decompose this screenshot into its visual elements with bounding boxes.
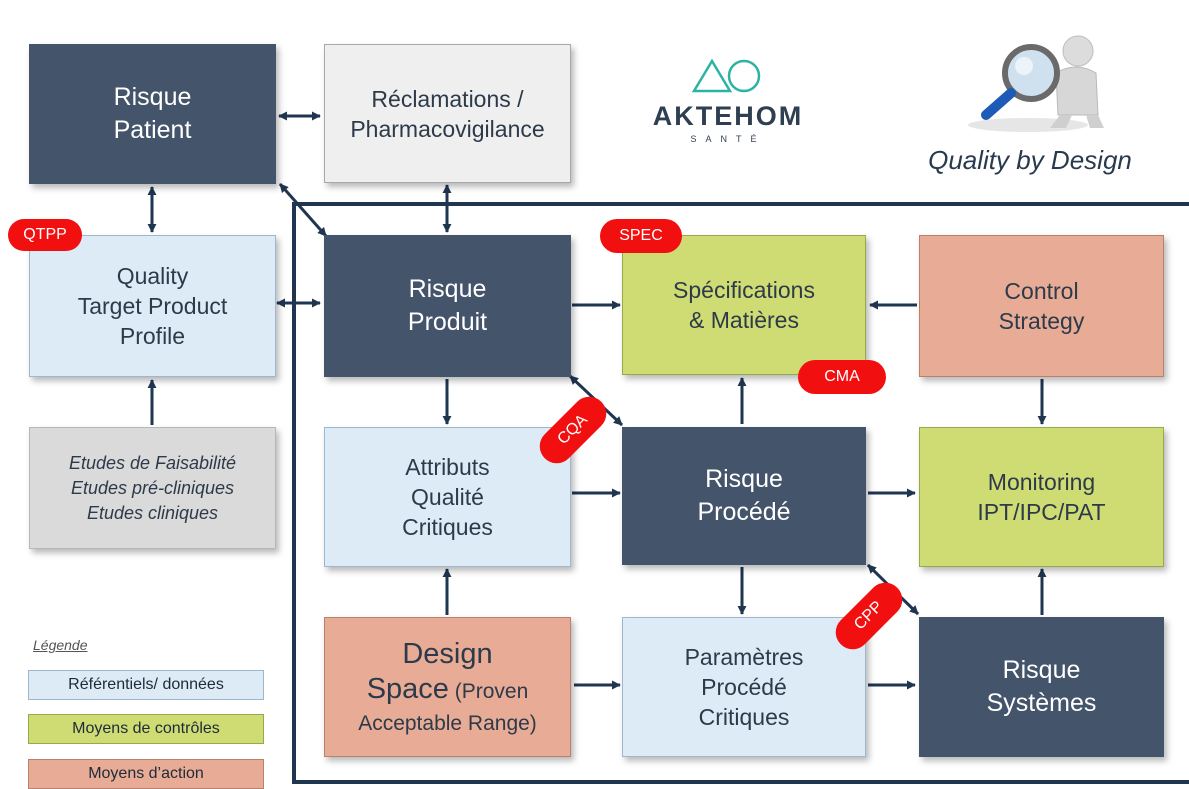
qtpp-badge: QTPP xyxy=(8,219,82,251)
qtpp-box: Quality Target Product Profile xyxy=(29,235,276,377)
reclamations-label: Réclamations / Pharmacovigilance xyxy=(350,85,545,142)
etudes-box: Etudes de Faisabilité Etudes pré-cliniqu… xyxy=(29,427,276,549)
risque-patient-label: Risque Patient xyxy=(113,83,192,144)
attributs-box: Attributs Qualité Critiques xyxy=(324,427,571,567)
spec-badge: SPEC xyxy=(600,219,682,253)
specifications-label: Spécifications & Matières xyxy=(673,277,815,333)
qtpp-label: Quality Target Product Profile xyxy=(77,263,228,349)
design-space-proven: (Proven xyxy=(448,679,529,703)
attributs-label: Attributs Qualité Critiques xyxy=(402,454,493,540)
etudes-label: Etudes de Faisabilité Etudes pré-cliniqu… xyxy=(68,452,237,523)
control-strategy-label: Control Strategy xyxy=(998,278,1085,334)
risque-produit-label: Risque Produit xyxy=(407,275,488,336)
specifications-box: Spécifications & Matières xyxy=(622,235,866,375)
design-space-line3: Acceptable Range) xyxy=(358,711,537,735)
parametres-box: Paramètres Procédé Critiques xyxy=(622,617,866,757)
legend-item-referentiels: Référentiels/ données xyxy=(28,670,264,700)
risque-systemes-box: Risque Systèmes xyxy=(919,617,1164,757)
design-space-line2: Space (Proven xyxy=(367,672,529,709)
risque-produit-box: Risque Produit xyxy=(324,235,571,377)
monitoring-box: Monitoring IPT/IPC/PAT xyxy=(919,427,1164,567)
cma-badge: CMA xyxy=(798,360,886,394)
reclamations-box: Réclamations / Pharmacovigilance xyxy=(324,44,571,183)
control-strategy-box: Control Strategy xyxy=(919,235,1164,377)
logo-sub-text: SANTÉ xyxy=(690,134,766,144)
design-space-line1: Design xyxy=(402,637,493,670)
legend-item-action: Moyens d’action xyxy=(28,759,264,789)
process-frame xyxy=(292,202,1189,784)
design-space-space-word: Space xyxy=(366,672,449,705)
quality-by-design-title: Quality by Design xyxy=(928,145,1132,175)
monitoring-label: Monitoring IPT/IPC/PAT xyxy=(977,469,1106,525)
arrow-patient-produit xyxy=(278,183,328,237)
legend-title: Légende xyxy=(33,637,88,653)
legend-item-controles: Moyens de contrôles xyxy=(28,714,264,744)
logo-brand-text: AKTEHOM xyxy=(652,101,804,131)
risque-systemes-label: Risque Systèmes xyxy=(986,656,1097,717)
design-space-box: Design Space (Proven Acceptable Range) xyxy=(324,617,571,757)
risque-procede-box: Risque Procédé xyxy=(622,427,866,565)
aktehom-logo: AKTEHOM SANTÉ xyxy=(628,55,828,165)
magnifier-figure-icon xyxy=(938,33,1128,133)
risque-procede-label: Risque Procédé xyxy=(697,465,791,526)
risque-patient-box: Risque Patient xyxy=(29,44,276,184)
logo-mark-icon xyxy=(691,58,761,93)
parametres-label: Paramètres Procédé Critiques xyxy=(684,644,804,730)
